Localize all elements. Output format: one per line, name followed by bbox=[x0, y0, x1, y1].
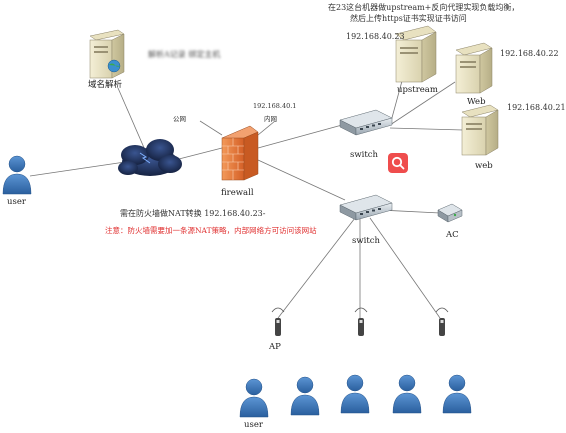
web-server-1-label: Web bbox=[467, 97, 486, 107]
ap-label: AP bbox=[269, 342, 281, 352]
search-icon bbox=[391, 156, 405, 170]
user-bottom-4-icon bbox=[392, 374, 422, 414]
switch-bottom-icon bbox=[339, 194, 393, 221]
connection-lines bbox=[29, 69, 464, 319]
upstream-label: upstream bbox=[397, 85, 438, 95]
firewall-icon bbox=[221, 125, 259, 181]
warning-note: 注意：防火墙需要加一条源NAT策略，内部网络方可访问该网站 bbox=[105, 226, 317, 235]
firewall-label: firewall bbox=[221, 188, 254, 198]
search-button[interactable] bbox=[388, 153, 408, 173]
web-ip-2-label: 192.168.40.21 bbox=[507, 103, 566, 112]
switch-bottom-label: switch bbox=[352, 236, 381, 246]
user-bottom-label: user bbox=[244, 420, 263, 430]
top-note-line-2: 然后上传https证书实现证书访问 bbox=[350, 14, 467, 23]
user-bottom-3-icon bbox=[340, 374, 370, 414]
access-point-1-icon bbox=[271, 307, 285, 336]
internal-network-label: 内网 bbox=[264, 115, 277, 123]
web-server-2-icon bbox=[461, 104, 499, 156]
nat-note: 需在防火墙做NAT转换 192.168.40.23- bbox=[120, 209, 266, 218]
user-bottom-5-icon bbox=[442, 374, 472, 414]
upstream-ip-label: 192.168.40.23 bbox=[346, 32, 405, 41]
ac-controller-icon bbox=[437, 203, 463, 223]
web-ip-1-label: 192.168.40.22 bbox=[500, 49, 559, 58]
access-point-2-icon bbox=[354, 307, 368, 336]
user-left-icon bbox=[2, 155, 32, 195]
switch-top-label: switch bbox=[350, 150, 379, 160]
user-left-label: user bbox=[7, 197, 26, 207]
dns-server-icon bbox=[89, 29, 125, 79]
user-bottom-icons bbox=[239, 374, 472, 418]
web-server-1-icon bbox=[455, 42, 493, 94]
internet-cloud-icon bbox=[118, 139, 182, 176]
firewall-ip-label: 192.168.40.1 bbox=[253, 102, 297, 110]
upstream-server-icon bbox=[395, 25, 437, 83]
web-server-2-label: web bbox=[475, 161, 493, 171]
top-note-line-1: 在23这台机器做upstream+反向代理实现负载均衡， bbox=[328, 3, 520, 12]
dns-label: 域名解析 bbox=[88, 80, 123, 90]
user-bottom-1-icon bbox=[239, 378, 269, 418]
public-network-label: 公网 bbox=[173, 115, 186, 123]
ac-label: AC bbox=[446, 230, 459, 240]
user-bottom-2-icon bbox=[290, 376, 320, 416]
switch-top-icon bbox=[339, 109, 393, 136]
dns-note: 解析A记录 绑定主机 bbox=[148, 50, 221, 59]
access-point-3-icon bbox=[435, 307, 449, 336]
